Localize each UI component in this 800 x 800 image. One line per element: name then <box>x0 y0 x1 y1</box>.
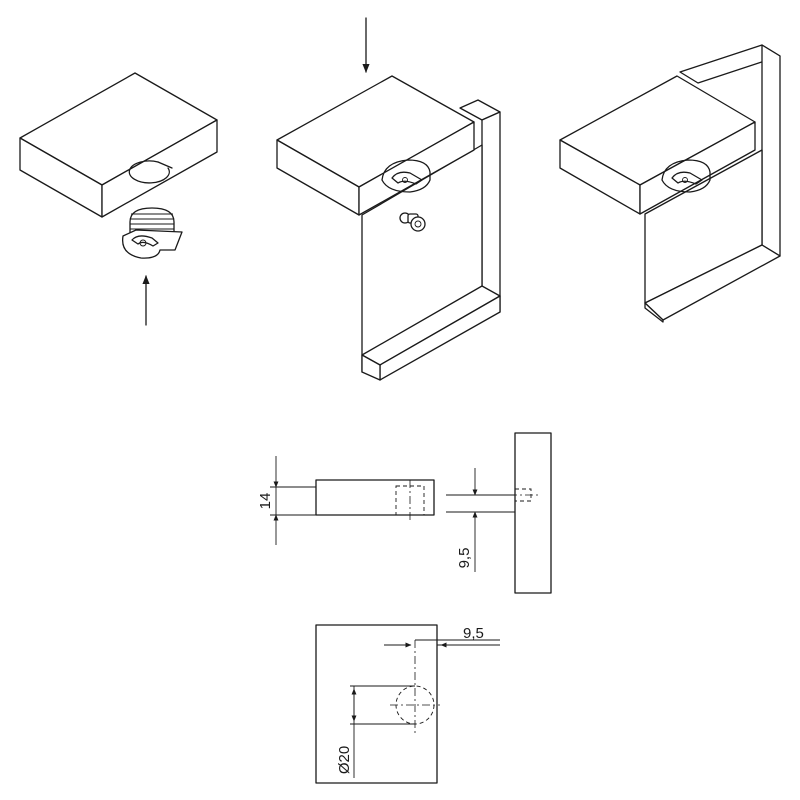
side-view-panel: 9,5 <box>446 432 552 594</box>
top-view-shelf: 9,5 Ø20 <box>315 624 500 784</box>
thickness-dimension: 14 <box>257 493 274 510</box>
shelf-panel <box>559 75 756 215</box>
bore-diameter-dimension: Ø20 <box>336 746 353 774</box>
front-view-shelf: 14 <box>257 456 435 545</box>
shelf-panel <box>276 75 475 216</box>
side-panel <box>361 99 501 381</box>
shelf-panel <box>19 72 218 218</box>
side-panel <box>644 44 781 323</box>
step-2-position-panels <box>276 17 501 381</box>
top-offset-dimension: 9,5 <box>463 625 484 642</box>
connecting-bolt <box>399 212 426 232</box>
step-3-assembled <box>559 44 781 323</box>
side-offset-dimension: 9,5 <box>456 548 473 569</box>
cam-lock-housing <box>121 207 183 259</box>
step-1-insert-cam-housing <box>19 72 218 326</box>
